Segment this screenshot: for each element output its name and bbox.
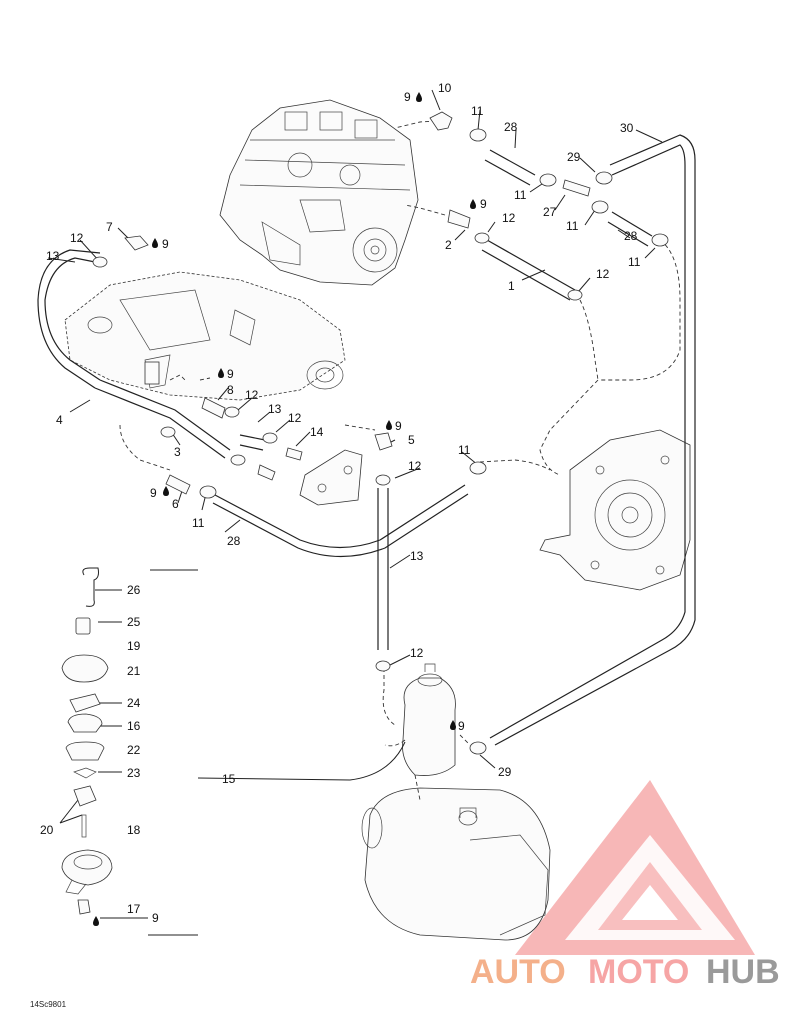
label-30: 30 [620, 121, 634, 135]
hoses [37, 134, 696, 746]
label-9-a: 9 [404, 90, 411, 104]
label-13-c: 13 [410, 549, 424, 563]
label-28-b: 28 [624, 229, 638, 243]
label-19: 19 [127, 639, 141, 653]
label-12-f: 12 [408, 459, 422, 473]
label-13-b: 13 [268, 402, 282, 416]
watermark-moto: MOTO [588, 953, 689, 991]
engine-block-icon [219, 99, 419, 286]
label-11-b: 11 [514, 188, 527, 202]
label-11-d: 11 [628, 255, 641, 269]
jet-pump-icon [539, 429, 691, 591]
label-21: 21 [127, 664, 141, 678]
label-1: 1 [508, 279, 515, 293]
muffler-icon [361, 787, 551, 941]
label-12-e: 12 [288, 411, 302, 425]
flow-lines [119, 119, 681, 801]
label-12-b: 12 [596, 267, 610, 281]
pressure-cap-assembly [61, 567, 113, 915]
watermark-text: AUTO MOTO HUB [470, 953, 780, 991]
figure-reference-code: 14Sc9801 [30, 1000, 67, 1009]
label-17: 17 [127, 902, 141, 916]
label-9-b: 9 [480, 197, 487, 211]
label-28-a: 28 [504, 120, 518, 134]
label-16: 16 [127, 719, 141, 733]
label-7: 7 [106, 220, 113, 234]
label-9-e: 9 [395, 419, 402, 433]
label-27: 27 [543, 205, 557, 219]
watermark-logo [515, 780, 755, 955]
watermark-auto: AUTO [470, 953, 566, 991]
label-5: 5 [408, 433, 415, 447]
bracket [299, 449, 363, 506]
label-10: 10 [438, 81, 452, 95]
water-chamber [402, 663, 456, 776]
label-15: 15 [222, 772, 236, 786]
label-8: 8 [227, 383, 234, 397]
label-25: 25 [127, 615, 141, 629]
label-6: 6 [172, 497, 179, 511]
label-14: 14 [310, 425, 324, 439]
sealant-drop-icon [93, 92, 476, 926]
label-29-b: 29 [498, 765, 512, 779]
label-9-g: 9 [458, 719, 465, 733]
label-11-e: 11 [458, 443, 471, 457]
label-26: 26 [127, 583, 141, 597]
label-29-a: 29 [567, 150, 581, 164]
label-9-d: 9 [227, 367, 234, 381]
fitting-icon [124, 111, 591, 495]
label-23: 23 [127, 766, 141, 780]
part-labels: 10 9 11 28 30 29 11 27 11 28 11 9 12 2 1… [40, 81, 641, 925]
label-11-f: 11 [192, 516, 205, 530]
hose-clamp-icon [92, 128, 669, 755]
label-3: 3 [174, 445, 181, 459]
label-4: 4 [56, 413, 63, 427]
exhaust-manifold [64, 271, 346, 401]
label-24: 24 [127, 696, 141, 710]
label-11-c: 11 [566, 219, 579, 233]
label-9-h: 9 [152, 911, 159, 925]
label-12-g: 12 [410, 646, 424, 660]
label-28-c: 28 [227, 534, 241, 548]
label-11-a: 11 [471, 104, 484, 118]
label-12-d: 12 [245, 388, 259, 402]
watermark-hub: HUB [706, 953, 780, 991]
leader-lines [47, 89, 663, 936]
label-12-c: 12 [70, 231, 84, 245]
label-20: 20 [40, 823, 54, 837]
label-13-a: 13 [46, 249, 60, 263]
label-9-c: 9 [162, 237, 169, 251]
label-9-f: 9 [150, 486, 157, 500]
label-2: 2 [445, 238, 452, 252]
label-22: 22 [127, 743, 141, 757]
label-18: 18 [127, 823, 141, 837]
label-12-a: 12 [502, 211, 516, 225]
